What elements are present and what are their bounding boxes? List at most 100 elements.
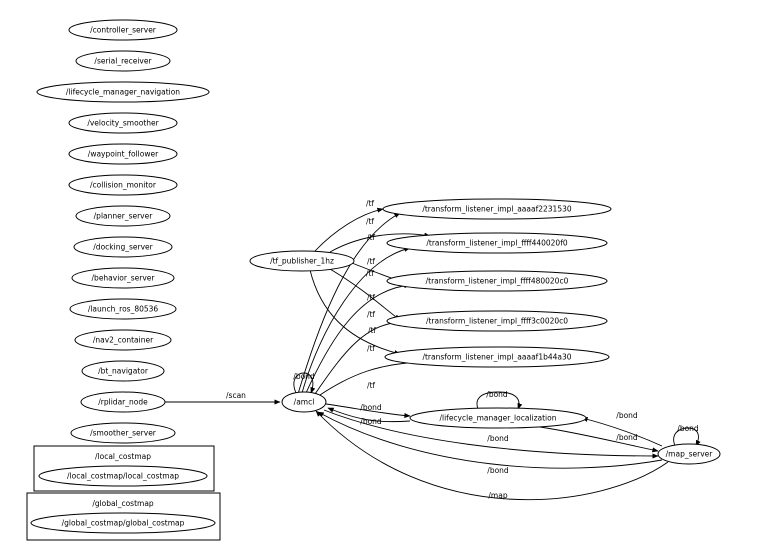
node-ellipse[interactable] (75, 50, 171, 72)
node-tl3[interactable]: /transform_listener_impl_ffff480020c0 (386, 270, 608, 292)
node-label: /transform_listener_impl_ffff3c0020c0 (426, 317, 568, 326)
node-nav2-container[interactable]: /nav2_container (74, 329, 172, 351)
node-amcl[interactable]: /amcl (281, 391, 327, 413)
node-ellipse[interactable] (81, 360, 165, 382)
edge-map-server-to-lifecycle-manager-localization: /bond (581, 411, 663, 447)
node-lifecycle-manager-localization[interactable]: /lifecycle_manager_localization (409, 407, 587, 429)
node-rplidar-node[interactable]: /rplidar_node (80, 391, 166, 413)
edge-amcl-to-tl3: /tf (305, 283, 411, 394)
node-ellipse[interactable] (409, 407, 587, 429)
node-ellipse[interactable] (80, 391, 166, 413)
node-label: /nav2_container (93, 336, 154, 345)
node-label: /waypoint_follower (88, 150, 159, 159)
node-label: /transform_listener_impl_aaaaf1b44a30 (422, 353, 571, 362)
cluster-local-costmap: /local_costmap (33, 445, 215, 492)
node-ellipse[interactable] (30, 512, 216, 534)
node-tl5[interactable]: /transform_listener_impl_aaaaf1b44a30 (384, 346, 610, 368)
node-label: /transform_listener_impl_aaaaf2231530 (422, 205, 572, 214)
node-ellipse[interactable] (249, 250, 355, 272)
node-smoother-server[interactable]: /smoother_server (70, 422, 176, 444)
edge-label: /tf (367, 293, 375, 302)
edge-label: /tf (367, 257, 375, 266)
node-label: /docking_server (93, 243, 153, 252)
node-label: /transform_listener_impl_ffff440020f0 (426, 239, 567, 248)
cluster-label: /global_costmap (92, 499, 154, 508)
node-ellipse[interactable] (38, 465, 208, 487)
node-label: /planner_server (94, 212, 154, 221)
node-ellipse[interactable] (68, 143, 178, 165)
edge-label: /scan (226, 391, 246, 400)
edge-line (297, 212, 401, 395)
node-tf-publisher-1hz[interactable]: /tf_publisher_1hz (249, 250, 355, 272)
node-serial-receiver[interactable]: /serial_receiver (75, 50, 171, 72)
edge-lifecycle-manager-localization-to-lifecycle-manager-localization: /bond (476, 390, 523, 410)
edge-label: /bond (487, 466, 509, 475)
node-ellipse[interactable] (68, 112, 178, 134)
node-ellipse[interactable] (386, 232, 608, 254)
edge-amcl-to-tl5: /tf (319, 359, 431, 396)
cluster-frame (26, 492, 221, 541)
edge-map-server-to-map-server: /bond (673, 424, 701, 447)
edge-line (317, 411, 663, 469)
node-ellipse[interactable] (70, 422, 176, 444)
node-ellipse[interactable] (384, 346, 610, 368)
node-tl1[interactable]: /transform_listener_impl_aaaaf2231530 (382, 198, 612, 220)
node-ellipse[interactable] (71, 267, 175, 289)
node-docking-server[interactable]: /docking_server (73, 236, 173, 258)
node-lifecycle-manager-navigation[interactable]: /lifecycle_manager_navigation (36, 81, 210, 103)
edge-line (539, 426, 659, 453)
edge-label: /tf (367, 233, 375, 242)
cluster-global-costmap: /global_costmap (26, 492, 221, 541)
node-ellipse[interactable] (36, 81, 210, 103)
edge-lifecycle-manager-localization-to-amcl: /bond (327, 407, 411, 426)
node-label: /global_costmap/global_costmap (62, 519, 185, 528)
node-label: /amcl (294, 398, 315, 407)
edge-label: /tf (367, 310, 375, 319)
node-ellipse[interactable] (68, 174, 178, 196)
node-controller-server[interactable]: /controller_server (68, 19, 178, 41)
edge-line (581, 416, 663, 447)
node-map-server[interactable]: /map_server (657, 443, 721, 465)
edge-line (327, 407, 411, 423)
node-ellipse[interactable] (386, 310, 608, 332)
node-ellipse[interactable] (74, 329, 172, 351)
node-ellipse[interactable] (68, 19, 178, 41)
node-bt-navigator[interactable]: /bt_navigator (81, 360, 165, 382)
node-ellipse[interactable] (73, 236, 173, 258)
node-ellipse[interactable] (382, 198, 612, 220)
node-label: /controller_server (90, 26, 157, 35)
node-ellipse[interactable] (386, 270, 608, 292)
node-ellipse[interactable] (281, 391, 327, 413)
node-ellipse[interactable] (75, 205, 171, 227)
edge-map-server-to-amcl: /bond (317, 411, 663, 475)
node-launch-ros-80536[interactable]: /launch_ros_80536 (69, 298, 177, 320)
node-label: /transform_listener_impl_ffff480020c0 (426, 277, 569, 286)
node-behavior-server[interactable]: /behavior_server (71, 267, 175, 289)
edge-tf-publisher-1hz-to-tl4: /tf (329, 268, 401, 321)
node-ellipse[interactable] (657, 443, 721, 465)
node-waypoint-follower[interactable]: /waypoint_follower (68, 143, 178, 165)
node-label: /serial_receiver (94, 57, 152, 66)
node-planner-server[interactable]: /planner_server (75, 205, 171, 227)
edge-line (314, 207, 384, 252)
node-global-costmap-node[interactable]: /global_costmap/global_costmap (30, 512, 216, 534)
edge-line (329, 268, 401, 321)
edge-amcl-to-tl1: /tf (297, 212, 401, 395)
edge-label: /bond (293, 372, 315, 381)
node-tl4[interactable]: /transform_listener_impl_ffff3c0020c0 (386, 310, 608, 332)
edge-amcl-to-lifecycle-manager-localization: /bond (325, 403, 411, 419)
edge-label: /bond (487, 434, 509, 443)
node-label: /smoother_server (90, 429, 157, 438)
edge-label: /tf (367, 381, 375, 390)
node-local-costmap-node[interactable]: /local_costmap/local_costmap (38, 465, 208, 487)
node-velocity-smoother[interactable]: /velocity_smoother (68, 112, 178, 134)
edge-line (309, 269, 401, 356)
node-tl2[interactable]: /transform_listener_impl_ffff440020f0 (386, 232, 608, 254)
node-ellipse[interactable] (69, 298, 177, 320)
node-label: /rplidar_node (98, 398, 148, 407)
node-label: /tf_publisher_1hz (270, 257, 334, 266)
edge-tf-publisher-1hz-to-tl2: /tf (329, 217, 431, 253)
node-collision-monitor[interactable]: /collision_monitor (68, 174, 178, 196)
node-label: /lifecycle_manager_navigation (66, 88, 180, 97)
